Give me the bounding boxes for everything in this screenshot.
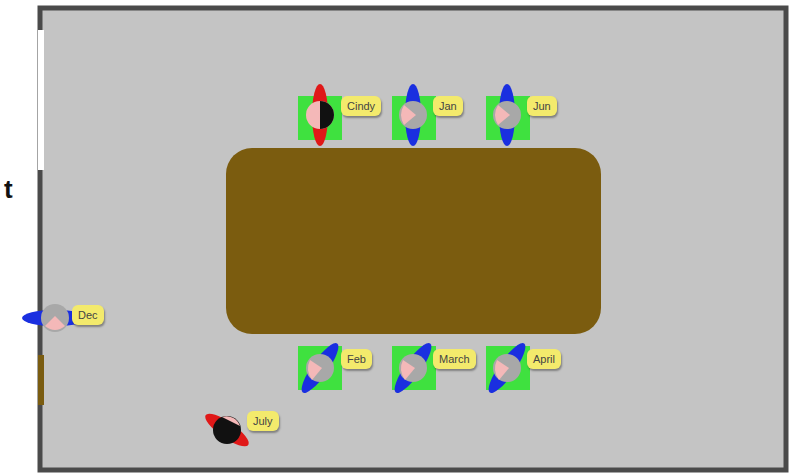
window xyxy=(38,30,44,170)
name-tag: March xyxy=(433,349,476,369)
door xyxy=(38,355,44,405)
person-name: Cindy xyxy=(347,100,375,112)
room-floor xyxy=(40,8,786,470)
person-name: April xyxy=(533,353,555,365)
name-tag: Cindy xyxy=(341,96,381,116)
name-tag: Feb xyxy=(341,349,372,369)
person-name: March xyxy=(439,353,470,365)
table xyxy=(226,148,601,334)
name-tag: April xyxy=(527,349,561,369)
person-name: Jun xyxy=(533,100,551,112)
person-name: Jan xyxy=(439,100,457,112)
people xyxy=(22,84,531,451)
name-tag: July xyxy=(247,411,279,431)
person-name: Dec xyxy=(78,309,98,321)
name-tag: Jun xyxy=(527,96,557,116)
person-name: July xyxy=(253,415,273,427)
cut-off-text: t xyxy=(4,174,13,205)
name-tag: Dec xyxy=(72,305,104,325)
name-tag: Jan xyxy=(433,96,463,116)
person-name: Feb xyxy=(347,353,366,365)
